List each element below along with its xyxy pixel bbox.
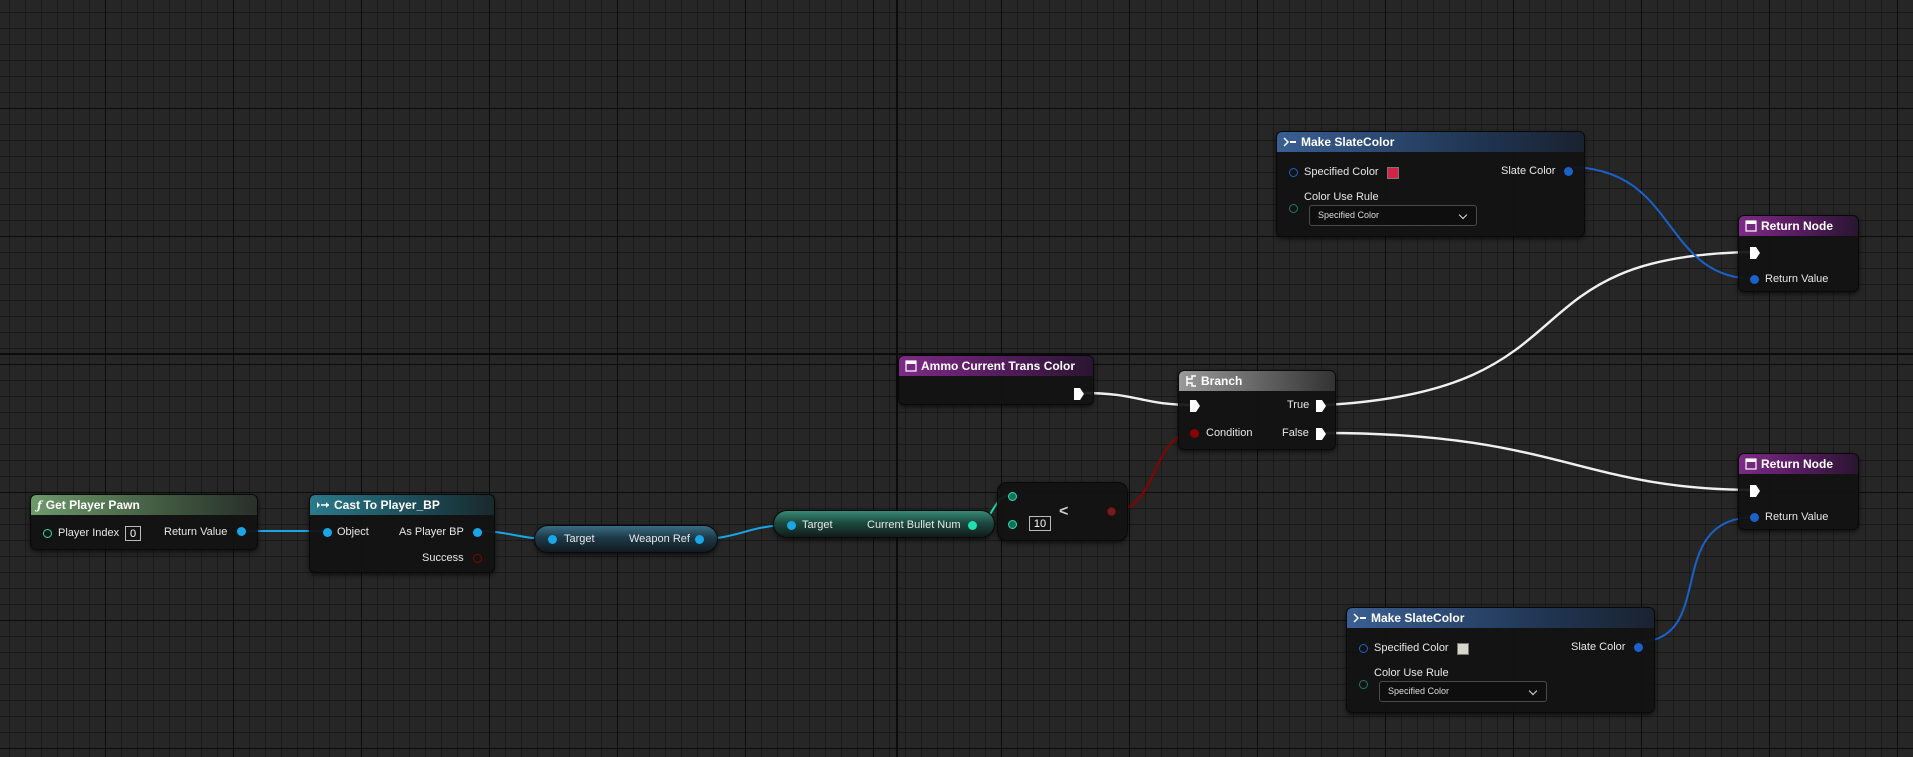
result-pin[interactable]	[1107, 507, 1116, 516]
weapon-ref-label: Weapon Ref	[629, 533, 690, 545]
b-input-pin[interactable]	[1008, 520, 1017, 529]
specified-color-label: Specified Color	[1304, 166, 1379, 178]
color-use-rule-label: Color Use Rule	[1374, 667, 1449, 679]
return-value-pin[interactable]	[1750, 275, 1759, 284]
less-than-operator: <	[1059, 503, 1069, 520]
player-index-input[interactable]: 0	[125, 526, 141, 541]
node-title: Make SlateColor	[1371, 611, 1465, 625]
wire-slate-bottom-to-return[interactable]	[1636, 516, 1757, 643]
false-label: False	[1282, 427, 1309, 439]
node-title: Get Player Pawn	[45, 498, 140, 512]
target-label: Target	[564, 533, 595, 545]
return-value-label: Return Value	[1765, 511, 1829, 523]
graph-origin-horizontal-line	[0, 353, 1913, 355]
branch-node[interactable]: Branch Condition True False	[1178, 370, 1336, 450]
get-player-pawn-node[interactable]: ƒ Get Player Pawn Player Index 0 Return …	[30, 494, 258, 550]
slate-color-label: Slate Color	[1571, 641, 1626, 653]
condition-pin[interactable]	[1190, 429, 1199, 438]
exec-in-pin[interactable]	[1750, 485, 1760, 497]
return-value-pin[interactable]	[1750, 513, 1759, 522]
function-result-icon	[1745, 458, 1757, 470]
slate-color-label: Slate Color	[1501, 165, 1556, 177]
chevron-down-icon	[1458, 210, 1468, 220]
return-value-label: Return Value	[1765, 273, 1829, 285]
cast-to-player-bp-node[interactable]: Cast To Player_BP Object As Player BP Su…	[309, 494, 495, 573]
object-pin[interactable]	[323, 528, 332, 537]
target-pin[interactable]	[548, 535, 557, 544]
true-label: True	[1287, 399, 1310, 411]
return-node-top[interactable]: Return Node Return Value	[1738, 215, 1859, 292]
current-bullet-num-label: Current Bullet Num	[867, 519, 961, 531]
specified-color-pin[interactable]	[1359, 644, 1368, 653]
node-title: Ammo Current Trans Color	[921, 359, 1076, 373]
function-result-icon	[1745, 220, 1757, 232]
return-value-pin[interactable]	[237, 527, 246, 536]
color-use-rule-value: Specified Color	[1388, 686, 1450, 696]
weapon-ref-getter-node[interactable]: Target Weapon Ref	[534, 525, 718, 553]
target-label: Target	[802, 519, 833, 531]
specified-color-label: Specified Color	[1374, 642, 1449, 654]
color-use-rule-pin[interactable]	[1289, 204, 1298, 213]
slate-color-pin[interactable]	[1634, 643, 1643, 652]
as-player-bp-pin[interactable]	[473, 528, 482, 537]
node-title: Cast To Player_BP	[334, 498, 440, 512]
node-title: Return Node	[1761, 219, 1833, 233]
wire-slate-top-to-return[interactable]	[1567, 166, 1757, 280]
wire-true-to-return-top[interactable]	[1324, 250, 1757, 407]
object-label: Object	[337, 526, 369, 538]
color-use-rule-value: Specified Color	[1318, 210, 1380, 220]
color-use-rule-dropdown[interactable]: Specified Color	[1379, 681, 1547, 702]
branch-icon	[1185, 375, 1197, 387]
slate-color-pin[interactable]	[1564, 167, 1573, 176]
player-index-pin[interactable]	[43, 529, 52, 538]
exec-in-pin[interactable]	[1750, 247, 1760, 259]
make-slatecolor-top-node[interactable]: Make SlateColor Specified Color Slate Co…	[1276, 131, 1585, 237]
return-value-label: Return Value	[164, 526, 228, 538]
cast-icon	[316, 500, 330, 510]
node-title: Make SlateColor	[1301, 135, 1395, 149]
specified-color-swatch[interactable]	[1387, 167, 1399, 179]
false-exec-pin[interactable]	[1316, 428, 1326, 440]
less-than-node[interactable]: 10 <	[997, 482, 1128, 541]
make-slatecolor-bottom-node[interactable]: Make SlateColor Specified Color Slate Co…	[1346, 607, 1655, 713]
ammo-current-trans-color-node[interactable]: Ammo Current Trans Color	[898, 355, 1094, 405]
function-icon: ƒ	[37, 498, 42, 512]
exec-out-pin[interactable]	[1074, 388, 1084, 400]
node-title: Branch	[1201, 374, 1243, 388]
specified-color-pin[interactable]	[1289, 168, 1298, 177]
function-entry-icon	[905, 360, 917, 372]
node-title: Return Node	[1761, 457, 1833, 471]
color-use-rule-dropdown[interactable]: Specified Color	[1309, 205, 1477, 226]
return-node-bottom[interactable]: Return Node Return Value	[1738, 453, 1859, 530]
make-struct-icon	[1353, 612, 1367, 624]
target-pin[interactable]	[787, 521, 796, 530]
graph-origin-vertical-line	[896, 0, 898, 757]
current-bullet-num-pin[interactable]	[968, 521, 977, 530]
make-struct-icon	[1283, 136, 1297, 148]
specified-color-swatch[interactable]	[1457, 643, 1469, 655]
wire-false-to-return-bottom[interactable]	[1324, 431, 1757, 492]
chevron-down-icon	[1528, 686, 1538, 696]
color-use-rule-pin[interactable]	[1359, 680, 1368, 689]
success-pin[interactable]	[473, 554, 482, 563]
weapon-ref-pin[interactable]	[695, 535, 704, 544]
true-exec-pin[interactable]	[1316, 400, 1326, 412]
as-player-bp-label: As Player BP	[399, 526, 464, 538]
condition-label: Condition	[1206, 427, 1253, 439]
color-use-rule-label: Color Use Rule	[1304, 191, 1379, 203]
success-label: Success	[422, 552, 464, 564]
b-value-input[interactable]: 10	[1029, 516, 1051, 531]
player-index-label: Player Index	[58, 527, 120, 539]
exec-in-pin[interactable]	[1190, 400, 1200, 412]
a-input-pin[interactable]	[1008, 492, 1017, 501]
current-bullet-num-getter-node[interactable]: Target Current Bullet Num	[773, 510, 995, 538]
